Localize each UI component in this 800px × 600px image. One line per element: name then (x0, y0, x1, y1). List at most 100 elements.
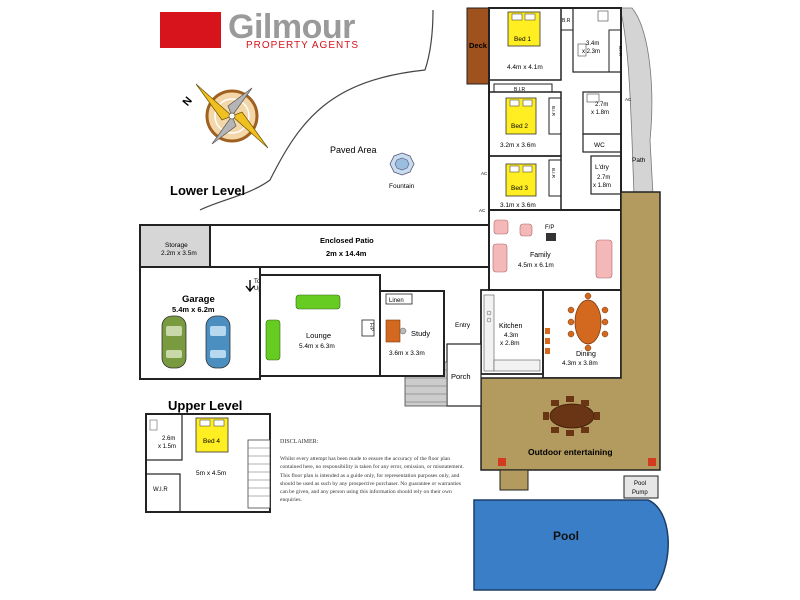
logo-red-block (160, 12, 221, 48)
fountain-label: Fountain (389, 183, 415, 190)
outdoor-steps (499, 469, 529, 491)
outdoor-planter-right (648, 458, 656, 466)
wc-label: WC (594, 142, 605, 149)
family-fireplace-icon (546, 233, 556, 241)
garage-size: 5.4m x 6.2m (172, 305, 215, 314)
upper-bath-size-1: 2.6m (162, 436, 175, 442)
lounge-size: 5.4m x 6.3m (299, 343, 335, 350)
bathroom-size-2: x 1.8m (591, 110, 609, 116)
pool-pump-label-1: Pool (634, 481, 646, 487)
dining-size: 4.3m x 3.8m (562, 360, 598, 367)
bed-2-room: Bed 2 3.2m x 3.6m B.I.R (488, 91, 562, 157)
disclaimer-text: Whilst every attempt has been made to en… (280, 456, 464, 504)
outdoor-entertaining-deck (480, 191, 661, 471)
bed-1-robe: B.R (562, 18, 571, 24)
ensuite-room: 3.4m x 2.3m B.I.R (572, 7, 623, 73)
porch (446, 343, 482, 407)
compass-north-label: N (181, 95, 195, 109)
lounge-fireplace-icon (361, 319, 375, 337)
patio-name: Enclosed Patio (320, 236, 374, 245)
pool-pump-box (623, 475, 659, 499)
dining-room: Dining 4.3m x 3.8m (542, 289, 622, 379)
porch-label: Porch (451, 372, 471, 381)
family-sofa-right (595, 239, 613, 279)
family-fp-label: F/P (545, 225, 554, 231)
disclaimer: DISCLAIMER: Whilst every attempt has bee… (280, 438, 465, 504)
outdoor-entertaining-label: Outdoor entertaining (528, 447, 613, 457)
bed-1-room: Bed 1 4.4m x 4.1m B.R (488, 7, 574, 81)
laundry-name: L'dry (595, 164, 610, 171)
bed-1-name: Bed 1 (514, 36, 531, 43)
disclaimer-title: DISCLAIMER: (280, 439, 319, 445)
deck-label: Deck (469, 41, 488, 50)
bathroom-size-1: 2.7m (595, 102, 608, 108)
down-arrow-icon (245, 280, 255, 293)
bed-3-ac: AC (481, 171, 488, 176)
kitchen-name: Kitchen (499, 323, 522, 330)
bed-3-size: 3.1m x 3.6m (500, 202, 536, 209)
patio-size: 2m x 14.4m (326, 249, 367, 258)
bed-2-robe-label: B.I.R (514, 87, 526, 93)
laundry-size-2: x 1.8m (593, 183, 611, 189)
study-size: 3.6m x 3.3m (389, 350, 425, 357)
pool (473, 499, 669, 591)
upper-wir-label: W.I.R (153, 487, 168, 493)
upper-level-title: Upper Level (168, 398, 242, 413)
lounge-fp-label: F/P (368, 323, 374, 331)
upper-bath-size-2: x 1.5m (158, 444, 176, 450)
brand-logo: Gilmour PROPERTY AGENTS (160, 8, 370, 52)
bed-2-size: 3.2m x 3.6m (500, 142, 536, 149)
family-room: F/P Family 4.5m x 6.1m (488, 209, 622, 291)
bed-3-name: Bed 3 (511, 185, 528, 192)
family-armchair-1 (493, 219, 509, 235)
entry-label: Entry (455, 322, 471, 329)
car-icon (205, 315, 231, 369)
ensuite-robe: B.I.R (618, 46, 623, 57)
bed-2-side-robe: B.I.R (551, 106, 556, 117)
study-desk-icon (385, 319, 401, 343)
family-armchair-2 (519, 223, 533, 237)
laundry-size-1: 2.7m (597, 175, 610, 181)
compass-icon: N (181, 83, 269, 149)
storage-size: 2.2m x 3.5m (161, 250, 197, 257)
lounge-sofa-top (295, 294, 341, 310)
to-upper-label-1: To (254, 279, 261, 285)
lower-level-title: Lower Level (170, 183, 245, 198)
dining-name: Dining (576, 351, 596, 358)
path-label: Path (632, 157, 646, 164)
kitchen-size-1: 4.3m (504, 332, 518, 339)
kitchen-size-2: x 2.8m (500, 340, 520, 347)
bed-1-size: 4.4m x 4.1m (507, 64, 543, 71)
linen-cupboard (385, 293, 413, 305)
storage-name: Storage (165, 242, 188, 249)
bathroom-ac: AC (625, 97, 632, 102)
bed-4-size: 5m x 4.5m (196, 470, 226, 477)
kitchen-room: Kitchen 4.3m x 2.8m (480, 289, 544, 375)
family-ac: AC (479, 208, 486, 213)
ensuite-size-2: x 2.3m (582, 49, 600, 55)
upper-bathroom: 2.6m x 1.5m (145, 413, 183, 461)
family-size: 4.5m x 6.1m (518, 262, 554, 269)
bed-4-name: Bed 4 (203, 438, 220, 445)
garage (139, 266, 261, 380)
logo-name: Gilmour (228, 8, 355, 46)
garage-name: Garage (182, 294, 215, 305)
pool-pump-label-2: Pump (632, 490, 648, 496)
family-sofa-left (492, 243, 508, 273)
upper-wir (145, 473, 181, 513)
lounge-name: Lounge (306, 331, 331, 340)
storage-room (139, 224, 211, 268)
outdoor-table-icon (543, 396, 600, 436)
outdoor-planter-left (498, 458, 506, 466)
paved-area-label: Paved Area (330, 145, 377, 155)
ensuite-size-1: 3.4m (586, 41, 599, 47)
lounge-sofa-side (265, 319, 281, 361)
enclosed-patio (209, 224, 490, 268)
pool-label: Pool (553, 529, 579, 543)
laundry-room: L'dry 2.7m x 1.8m (590, 155, 622, 195)
study-name: Study (411, 329, 430, 338)
paved-area-boundary (199, 9, 434, 211)
upper-stairs (247, 439, 271, 509)
family-name: Family (530, 252, 551, 259)
